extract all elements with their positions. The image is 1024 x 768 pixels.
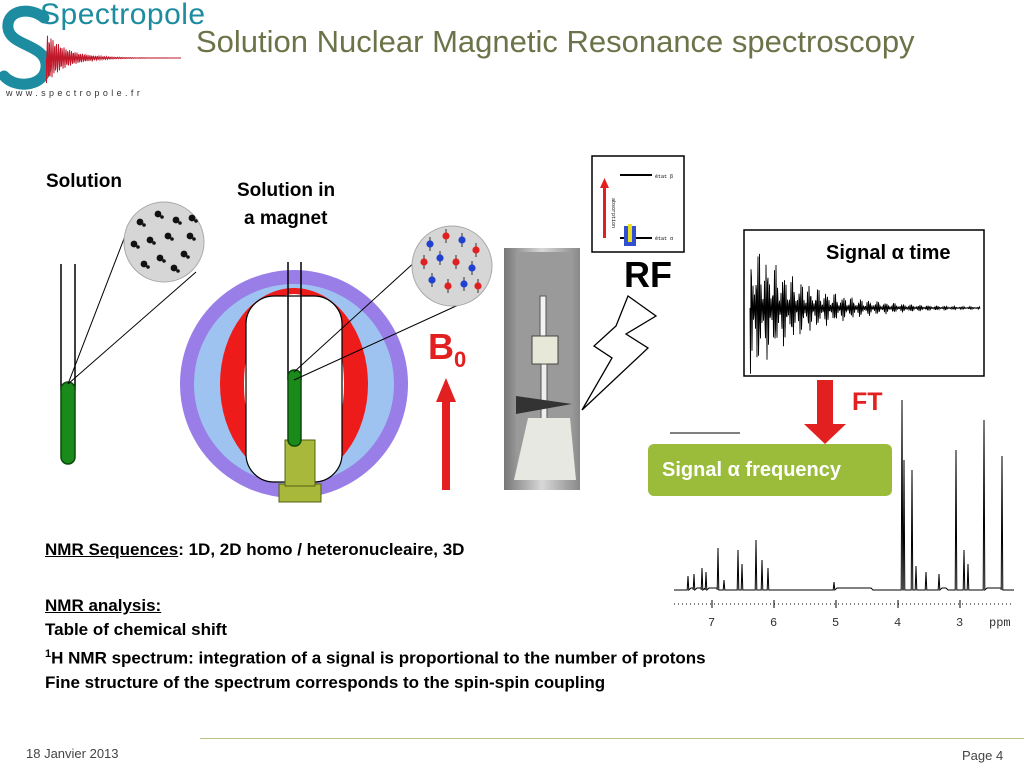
solute-molecule — [146, 236, 154, 244]
solution-tube — [60, 264, 76, 465]
solute-molecule — [186, 232, 194, 240]
magnet-tube — [287, 262, 302, 447]
nuclear-spin — [428, 276, 436, 284]
solute-molecule — [188, 214, 196, 222]
sequences-text: : 1D, 2D homo / heteronucleaire, 3D — [178, 540, 465, 559]
solute-molecule — [136, 218, 144, 226]
solute-molecule — [172, 216, 180, 224]
b0-arrow — [436, 378, 456, 490]
axis-tick-6: 6 — [770, 616, 777, 630]
probe-image — [504, 248, 580, 490]
signal-time-label: Signal α time — [826, 242, 951, 264]
solute-molecule — [170, 264, 178, 272]
solute-atom — [194, 219, 198, 223]
solute-atom — [136, 245, 140, 249]
nuclear-spin — [420, 258, 428, 266]
aligned-spins-circle — [411, 225, 493, 307]
solute-molecule — [140, 260, 148, 268]
analysis-line2: 1H NMR spectrum: integration of a signal… — [45, 642, 706, 671]
analysis-line2-text: H NMR spectrum: integration of a signal … — [51, 648, 706, 668]
b0-label: B0 — [428, 326, 466, 373]
sequences-label: NMR Sequences — [45, 540, 179, 559]
footer-page: Page 4 — [962, 748, 1004, 763]
page-title: Solution Nuclear Magnetic Resonance spec… — [196, 24, 915, 59]
b0-letter: B — [428, 326, 454, 367]
nuclear-spin — [442, 232, 450, 240]
magnet-label-line2: a magnet — [244, 208, 328, 229]
nuclear-spin — [426, 240, 434, 248]
logo-text: Spectropole — [40, 0, 206, 31]
inset-state-alpha: état α — [655, 236, 673, 242]
signal-frequency-box: Signal α frequency — [648, 444, 892, 496]
nuclear-spin — [460, 280, 468, 288]
solute-atom — [146, 265, 150, 269]
nmr-diagram: état β état α absorption — [60, 155, 985, 503]
solute-atom — [160, 215, 164, 219]
axis-tick-3: 3 — [956, 616, 963, 630]
nuclear-spin — [458, 236, 466, 244]
logo-s-icon — [0, 5, 52, 90]
nuclear-spin — [436, 254, 444, 262]
solute-atom — [152, 241, 156, 245]
nuclear-spin — [468, 264, 476, 272]
solute-atom — [162, 259, 166, 263]
axis-tick-7: 7 — [708, 616, 715, 630]
axis-tick-4: 4 — [894, 616, 901, 630]
inset-axis-label: absorption — [610, 198, 616, 228]
nuclear-spin — [474, 282, 482, 290]
axis-unit: ppm — [989, 616, 1011, 630]
solute-molecule — [164, 232, 172, 240]
analysis-line1: Table of chemical shift — [45, 620, 228, 639]
solute-molecule — [180, 250, 188, 258]
solute-molecule — [130, 240, 138, 248]
logo — [0, 0, 190, 104]
solution-label: Solution — [46, 171, 122, 192]
analysis-line2-sup: 1 — [45, 648, 52, 660]
rf-label: RF — [624, 254, 672, 295]
solute-atom — [178, 221, 182, 225]
analysis-line3: Fine structure of the spectrum correspon… — [45, 672, 606, 692]
ft-label: FT — [852, 388, 883, 416]
footer-divider — [200, 738, 1024, 739]
solute-atom — [170, 237, 174, 241]
b0-subscript: 0 — [454, 347, 467, 373]
magnet-label-line1: Solution in — [237, 180, 336, 201]
axis-tick-5: 5 — [832, 616, 839, 630]
solute-molecule — [154, 210, 162, 218]
fid-plot — [743, 229, 985, 377]
analysis-title: NMR analysis: — [45, 596, 162, 615]
solute-atom — [142, 223, 146, 227]
footer-date: 18 Janvier 2013 — [26, 746, 119, 761]
solute-atom — [176, 269, 180, 273]
logo-url: www.spectropole.fr — [6, 88, 144, 98]
solution-molecules-circle — [123, 201, 205, 283]
rf-lightning-icon — [581, 294, 658, 411]
solute-atom — [192, 237, 196, 241]
nmr-analysis: NMR analysis: Table of chemical shift 1H… — [45, 594, 706, 695]
solute-molecule — [156, 254, 164, 262]
logo-fid-icon — [46, 35, 181, 84]
nuclear-spin — [472, 246, 480, 254]
ft-arrow — [804, 380, 846, 444]
nuclear-spin — [452, 258, 460, 266]
nmr-sequences: NMR Sequences: 1D, 2D homo / heteronucle… — [45, 540, 464, 560]
nmr-spectrum: 7 6 5 4 3 ppm — [674, 399, 1014, 630]
nuclear-spin — [444, 282, 452, 290]
energy-level-inset — [591, 155, 685, 253]
solute-atom — [186, 255, 190, 259]
inset-state-beta: état β — [655, 174, 673, 180]
